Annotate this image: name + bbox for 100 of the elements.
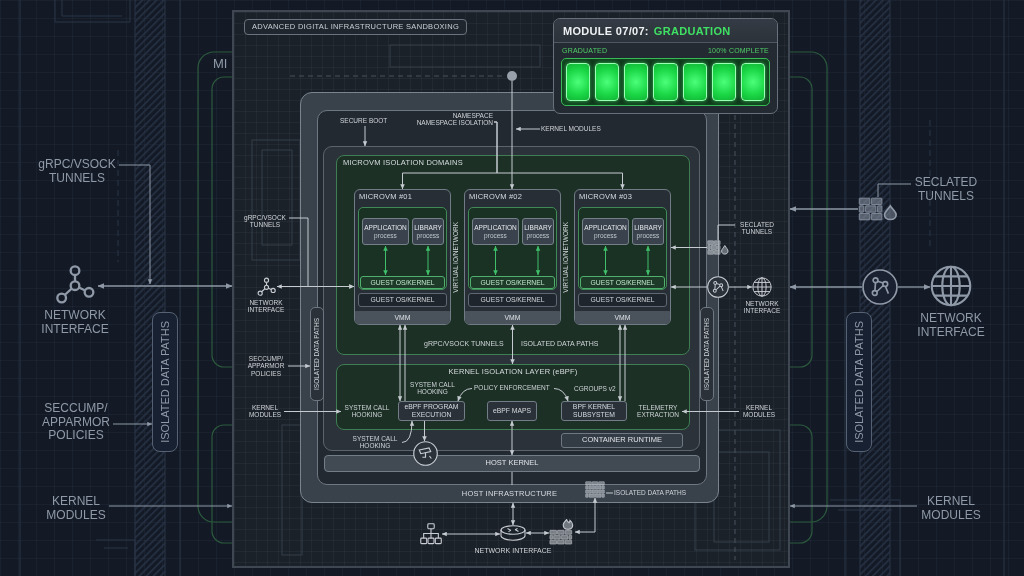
vmm-bar <box>355 311 450 324</box>
arrow <box>670 245 708 250</box>
arrow <box>553 388 569 402</box>
kernel-bar <box>470 276 555 289</box>
process-box <box>632 218 664 245</box>
component-box <box>487 401 537 421</box>
arrow <box>525 530 550 536</box>
icon-caption: NETWORK INTERFACE <box>40 309 110 337</box>
kernel-layer-panel <box>336 364 690 430</box>
vmm-bar <box>465 311 560 324</box>
arrow <box>362 125 368 147</box>
connector-line <box>605 492 614 494</box>
arrow <box>493 121 625 190</box>
data-path-pill <box>846 312 872 452</box>
process-box <box>362 218 409 245</box>
card-heading: MODULE 07/07: <box>563 24 649 37</box>
kernel-bar <box>578 293 667 307</box>
icon-caption: NETWORK INTERFACE <box>916 312 986 340</box>
network-icon <box>707 276 729 298</box>
arrow <box>789 206 859 212</box>
arrow <box>789 284 863 290</box>
arrow <box>515 126 541 132</box>
microvm-box <box>574 189 671 325</box>
runtime-bar <box>561 433 683 448</box>
brick-wall-icon <box>585 481 605 498</box>
arrow <box>535 245 541 276</box>
data-path-pill <box>310 307 324 401</box>
globe-icon <box>930 265 972 307</box>
arrow <box>574 497 598 535</box>
progress-card <box>553 18 778 114</box>
network-icon <box>257 277 276 296</box>
kernel-bar <box>468 293 557 307</box>
process-box <box>472 218 519 245</box>
data-path-pill <box>152 312 178 452</box>
arrow <box>509 80 515 190</box>
arrow <box>645 245 651 276</box>
globe-icon <box>752 277 772 297</box>
microvm-box <box>464 189 561 325</box>
arrow <box>402 324 408 402</box>
annotation-label: SECCUMP/ APPARMOR POLICIES <box>40 402 112 443</box>
connector-line <box>877 183 912 198</box>
arrow <box>118 164 153 285</box>
frame-panel <box>323 146 700 451</box>
kernel-bar <box>358 293 447 307</box>
arrow <box>510 502 516 526</box>
network-icon <box>55 264 95 304</box>
component-box <box>561 401 627 421</box>
pill-label: ISOLATED DATA PATHS <box>853 321 865 443</box>
annotation-label: SECLATED TUNNELS <box>912 176 980 204</box>
status-text: GRADUATION <box>653 24 731 37</box>
microvm-box <box>354 189 451 325</box>
firewall-icon <box>707 240 729 255</box>
arrow <box>383 245 388 276</box>
annotation-label: MI <box>213 57 228 72</box>
firewall-icon <box>549 519 575 545</box>
process-box <box>412 218 444 245</box>
camera-icon <box>413 441 438 466</box>
arrow <box>287 363 311 369</box>
firewall-icon <box>858 197 898 221</box>
arrow <box>288 217 355 289</box>
junction-dot <box>507 71 517 81</box>
kernel-bar <box>324 455 700 472</box>
arrow <box>97 283 233 289</box>
arrow <box>603 245 608 276</box>
arrow <box>108 503 233 509</box>
arrow <box>897 284 931 290</box>
arrow <box>112 421 153 427</box>
arrow <box>789 503 918 509</box>
domain-panel <box>336 155 690 355</box>
kernel-bar <box>360 276 445 289</box>
pill-label: ISOLATED DATA PATHS <box>159 321 171 443</box>
arrow <box>425 245 431 276</box>
arrow <box>441 531 501 537</box>
arrow <box>283 409 342 414</box>
annotation-label: gRPC/VSOCK TUNNELS <box>36 158 118 186</box>
arrow <box>397 324 403 402</box>
arrow <box>510 324 515 365</box>
connector-line <box>717 224 736 241</box>
kernel-bar <box>580 276 665 289</box>
arrow <box>670 284 708 290</box>
hierarchy-icon <box>420 523 442 545</box>
arrow <box>509 420 515 456</box>
router-icon <box>500 525 526 541</box>
infrastructure-frame <box>300 92 719 503</box>
process-box <box>582 218 629 245</box>
process-box <box>522 218 554 245</box>
annotation-label: KERNEL MODULES <box>44 495 108 523</box>
arrow <box>493 245 498 276</box>
arrow <box>728 284 753 290</box>
arrow <box>401 420 415 443</box>
data-path-pill <box>700 307 714 401</box>
arrow <box>617 324 623 402</box>
component-box <box>398 401 465 421</box>
frame-panel <box>317 110 707 485</box>
arrow <box>457 388 473 402</box>
vmm-bar <box>575 311 670 324</box>
connector-line <box>511 471 513 486</box>
annotation-label: KERNEL MODULES <box>918 495 984 523</box>
arrow <box>622 324 628 402</box>
arrow <box>422 420 427 442</box>
